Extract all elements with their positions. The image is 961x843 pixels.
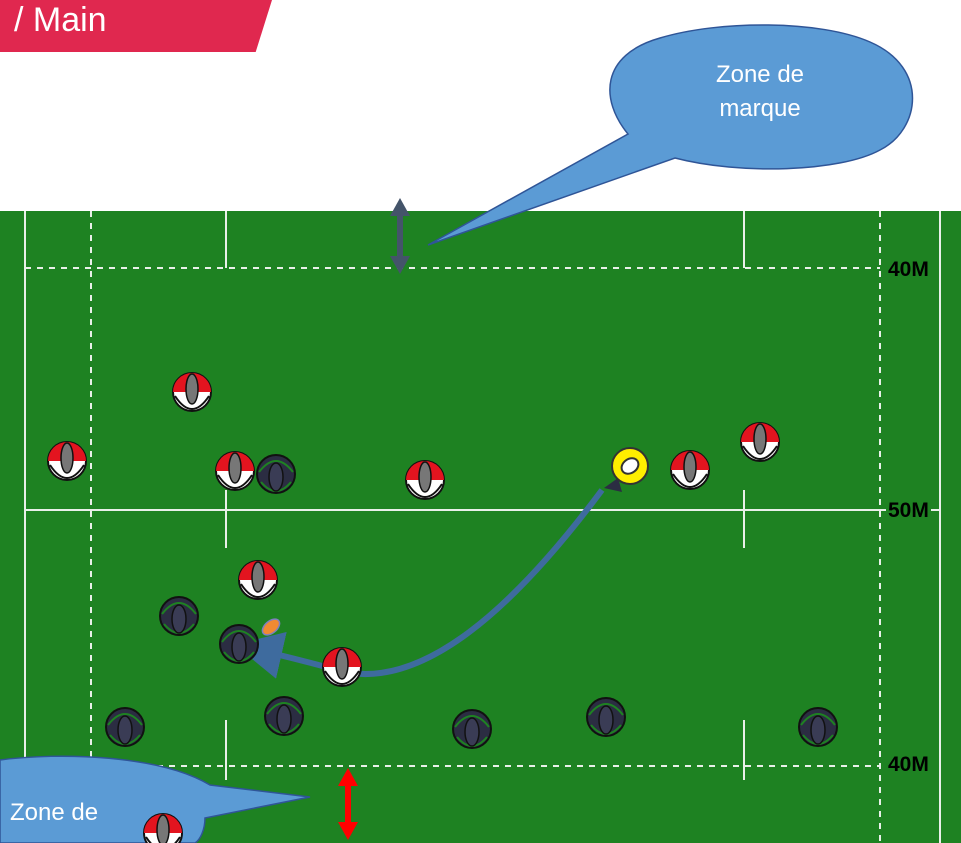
ball-carrier-highlight [604,447,649,492]
label-40m-top: 40M [886,258,931,282]
player-red-1 [172,372,212,412]
label-50m: 50M [886,499,931,523]
callout-bottom-bubble [0,755,311,843]
player-red-7 [238,560,278,600]
player-dark-8 [798,707,838,747]
player-red-6 [740,422,780,462]
team-dark [105,454,838,749]
field-marks [225,211,745,780]
double-arrow-bottom [338,768,358,840]
callout-top-text: Zone de marque [680,58,840,126]
pass-arrow [234,488,605,679]
player-red-5 [670,450,710,490]
player-red-9 [143,813,183,843]
callout-top-bubble [427,24,914,246]
pitch [0,211,961,843]
player-red-8 [322,647,362,687]
player-dark-4 [105,707,145,747]
player-dark-2 [159,596,199,636]
player-dark-7 [586,697,626,737]
callout-bottom-line1: Zone de [10,799,99,826]
double-arrow-top [390,198,410,274]
player-dark-1 [256,454,296,494]
ball [261,618,281,636]
callout-top-line2: marque [719,95,801,122]
callout-top-line1: Zone de [715,61,805,88]
player-red-4 [405,460,445,500]
team-red [47,372,780,843]
player-dark-6 [452,709,492,749]
dashed-lines [25,211,881,843]
player-red-2 [47,441,87,481]
label-40m-bottom: 40M [886,753,931,777]
player-dark-5 [264,696,304,736]
callout-bottom-text: Zone de [10,796,98,830]
player-dark-3 [219,624,259,664]
header-title: / Main [14,1,107,39]
header-banner: / Main [0,0,272,52]
player-red-3 [215,451,255,491]
